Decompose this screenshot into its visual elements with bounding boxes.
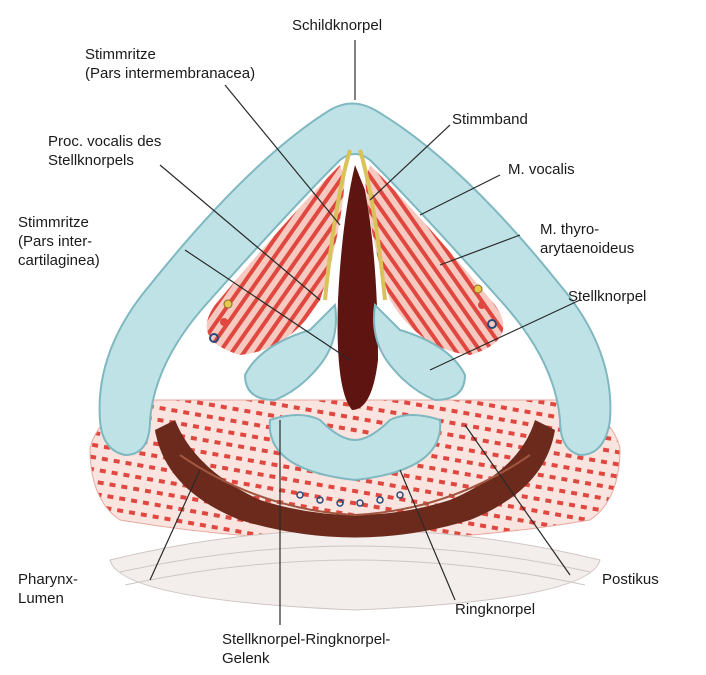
label-text: M. thyro- <box>540 220 634 239</box>
label-text: Stellknorpel <box>568 287 646 306</box>
label-stimmritze-pars-intermembranacea: Stimmritze (Pars intermembranacea) <box>85 45 255 83</box>
label-m-vocalis: M. vocalis <box>508 160 575 179</box>
label-m-thyroarytaenoideus: M. thyro- arytaenoideus <box>540 220 634 258</box>
label-text: Stimmritze <box>85 45 255 64</box>
label-text: (Pars inter- <box>18 232 100 251</box>
label-text: M. vocalis <box>508 160 575 179</box>
label-text: Stimmritze <box>18 213 100 232</box>
label-text: Stimmband <box>452 110 528 129</box>
label-text: arytaenoideus <box>540 239 634 258</box>
label-stimmband: Stimmband <box>452 110 528 129</box>
label-stellknorpel-ringknorpel-gelenk: Stellknorpel-Ringknorpel- Gelenk <box>222 630 390 668</box>
label-text: Pharynx- <box>18 570 78 589</box>
label-text: Ringknorpel <box>455 600 535 619</box>
label-text: (Pars intermembranacea) <box>85 64 255 83</box>
label-schildknorpel: Schildknorpel <box>292 16 382 35</box>
label-text: Stellknorpel-Ringknorpel- <box>222 630 390 649</box>
label-pharynx-lumen: Pharynx- Lumen <box>18 570 78 608</box>
label-text: Gelenk <box>222 649 390 668</box>
label-text: cartilaginea) <box>18 251 100 270</box>
lower-tissue <box>110 530 600 610</box>
label-text: Schildknorpel <box>292 16 382 35</box>
label-proc-vocalis: Proc. vocalis des Stellknorpels <box>48 132 161 170</box>
label-postikus: Postikus <box>602 570 659 589</box>
label-text: Postikus <box>602 570 659 589</box>
label-text: Stellknorpels <box>48 151 161 170</box>
label-ringknorpel: Ringknorpel <box>455 600 535 619</box>
label-text: Lumen <box>18 589 78 608</box>
label-stellknorpel: Stellknorpel <box>568 287 646 306</box>
label-text: Proc. vocalis des <box>48 132 161 151</box>
label-stimmritze-pars-intercartilaginea: Stimmritze (Pars inter- cartilaginea) <box>18 213 100 270</box>
